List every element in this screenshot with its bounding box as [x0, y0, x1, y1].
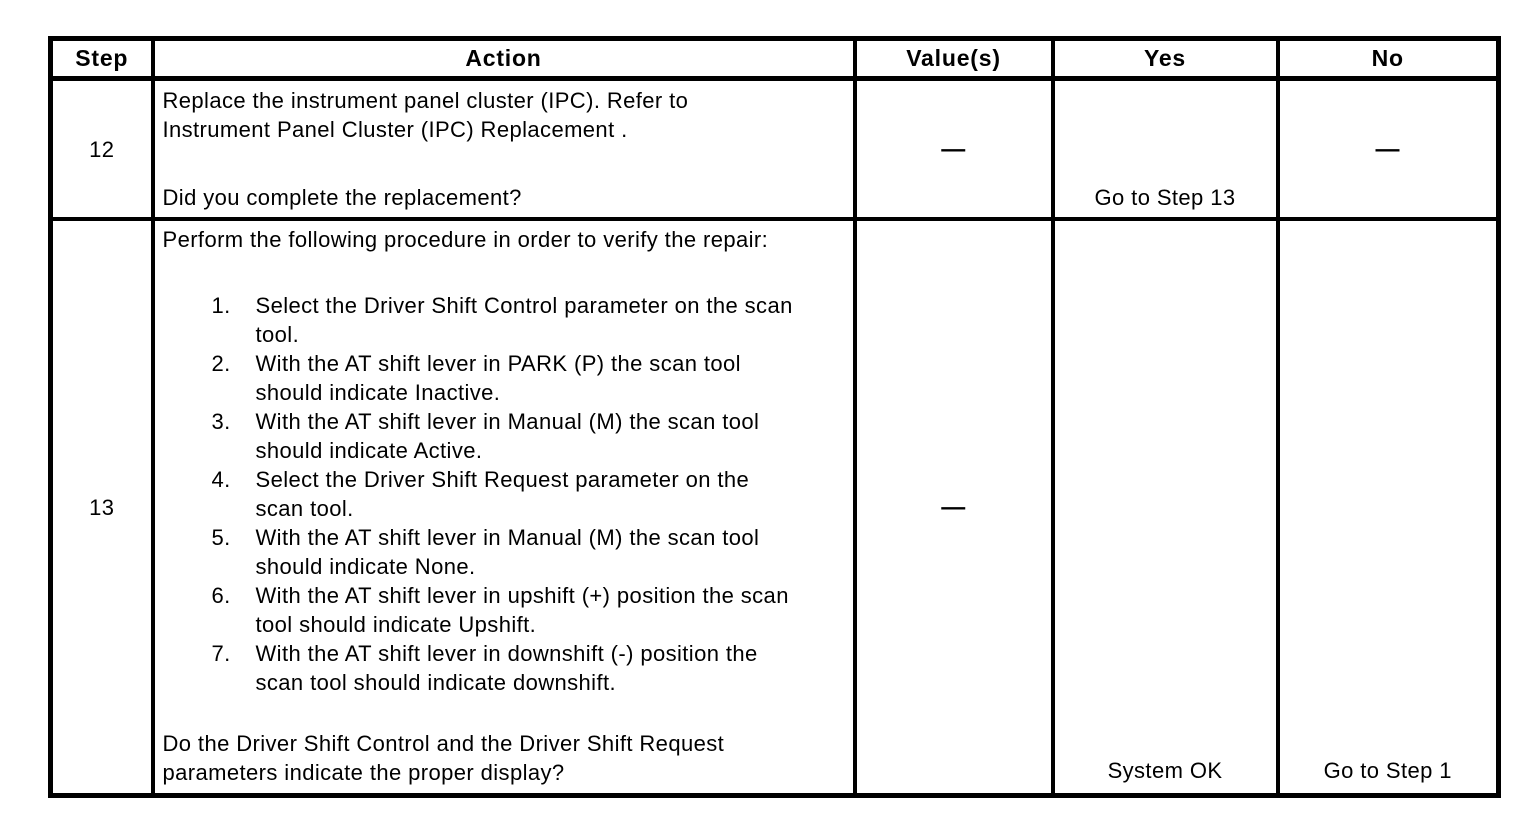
- em-dash: —: [1375, 135, 1400, 163]
- no-outcome: Go to Step 1: [1323, 758, 1452, 783]
- yes-cell: System OK: [1050, 217, 1280, 798]
- list-item-text: With the AT shift lever in downshift (-)…: [255, 641, 758, 695]
- action-intro: Replace the instrument panel cluster (IP…: [162, 88, 689, 142]
- column-header-no: No: [1275, 36, 1501, 81]
- procedure-list: 1. Select the Driver Shift Control param…: [212, 291, 845, 697]
- diagnostic-procedure-table: Step Action Value(s) Yes No 12 Replace t…: [48, 36, 1501, 798]
- yes-cell: Go to Step 13: [1050, 76, 1280, 221]
- list-item: 6. With the AT shift lever in upshift (+…: [212, 581, 845, 639]
- table-row-step-13: 13 Perform the following procedure in or…: [48, 217, 1501, 798]
- list-item-number: 4.: [211, 467, 231, 492]
- list-item: 5. With the AT shift lever in Manual (M)…: [212, 523, 845, 581]
- list-item-text: Select the Driver Shift Request paramete…: [255, 467, 750, 521]
- step-number: 12: [89, 136, 115, 162]
- action-intro: Perform the following procedure in order…: [162, 227, 769, 252]
- em-dash: —: [941, 493, 966, 521]
- action-cell: Replace the instrument panel cluster (IP…: [150, 76, 857, 221]
- yes-cell-content: System OK: [1055, 221, 1276, 793]
- yes-cell-content: Go to Step 13: [1055, 81, 1276, 217]
- list-item-text: With the AT shift lever in Manual (M) th…: [255, 409, 760, 463]
- list-item: 7. With the AT shift lever in downshift …: [212, 639, 845, 697]
- yes-outcome: Go to Step 13: [1094, 185, 1236, 210]
- no-cell-content: Go to Step 1: [1280, 221, 1497, 793]
- list-item: 2. With the AT shift lever in PARK (P) t…: [212, 349, 845, 407]
- list-item-text: With the AT shift lever in upshift (+) p…: [255, 583, 789, 637]
- step-number-cell: 13: [48, 217, 155, 798]
- action-cell-content: Perform the following procedure in order…: [155, 221, 853, 793]
- column-header-step: Step: [48, 36, 155, 81]
- list-item-text: With the AT shift lever in PARK (P) the …: [255, 351, 741, 405]
- yes-outcome: System OK: [1107, 758, 1223, 783]
- list-item-number: 1.: [211, 293, 231, 318]
- step-number: 13: [89, 494, 115, 520]
- step-number-cell: 12: [48, 76, 155, 221]
- action-question: Did you complete the replacement?: [162, 185, 522, 210]
- header-row: Step Action Value(s) Yes No: [48, 36, 1501, 81]
- em-dash: —: [941, 135, 966, 163]
- list-item-text: Select the Driver Shift Control paramete…: [255, 293, 793, 347]
- no-cell: —: [1275, 76, 1501, 221]
- list-item-number: 6.: [211, 583, 231, 608]
- list-item: 3. With the AT shift lever in Manual (M)…: [212, 407, 845, 465]
- action-cell: Perform the following procedure in order…: [150, 217, 857, 798]
- values-cell: —: [852, 76, 1055, 221]
- values-cell: —: [852, 217, 1055, 798]
- list-item-number: 5.: [211, 525, 231, 550]
- list-item-number: 7.: [211, 641, 231, 666]
- action-question: Do the Driver Shift Control and the Driv…: [162, 731, 725, 785]
- table-row-step-12: 12 Replace the instrument panel cluster …: [48, 76, 1501, 221]
- no-cell: Go to Step 1: [1275, 217, 1501, 798]
- column-header-values: Value(s): [852, 36, 1055, 81]
- list-item-number: 2.: [211, 351, 231, 376]
- list-item-number: 3.: [211, 409, 231, 434]
- list-item: 1. Select the Driver Shift Control param…: [212, 291, 845, 349]
- action-cell-content: Replace the instrument panel cluster (IP…: [155, 81, 853, 217]
- column-header-yes: Yes: [1050, 36, 1280, 81]
- list-item-text: With the AT shift lever in Manual (M) th…: [255, 525, 760, 579]
- list-item: 4. Select the Driver Shift Request param…: [212, 465, 845, 523]
- column-header-action: Action: [150, 36, 857, 81]
